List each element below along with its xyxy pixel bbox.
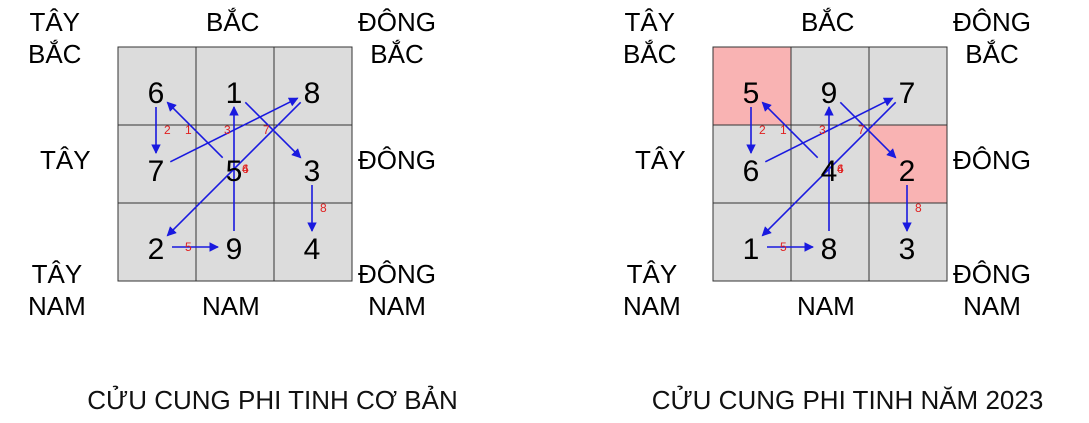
step-label: 6: [837, 162, 844, 176]
direction-north: BẮC: [206, 7, 260, 37]
grid-cell: [195, 124, 275, 204]
flight-arrow: [166, 101, 224, 159]
grid-cell: [273, 46, 353, 126]
step-label: 3: [224, 123, 231, 137]
step-label: 8: [320, 201, 327, 215]
flight-arrow: [761, 101, 819, 159]
star-number: 6: [148, 77, 165, 110]
step-label: 5: [185, 240, 192, 254]
star-number: 7: [899, 77, 916, 110]
caption: CỬU CUNG PHI TINH CƠ BẢN: [87, 385, 458, 415]
grid-cell: [273, 124, 353, 204]
step-label: 6: [242, 162, 249, 176]
star-number: 3: [304, 155, 321, 188]
step-label: 5: [780, 240, 787, 254]
step-label: 7: [858, 123, 865, 137]
flight-arrow: [244, 101, 302, 159]
star-number: 7: [148, 155, 165, 188]
grid-cell: [195, 202, 275, 282]
star-number: 4: [304, 233, 321, 266]
grid-cell: [273, 202, 353, 282]
direction-west: TÂY: [635, 145, 686, 175]
step-label: 2: [164, 123, 171, 137]
direction-south: NAM: [797, 291, 855, 321]
step-label: 8: [915, 201, 922, 215]
star-number: 8: [821, 233, 838, 266]
direction-north: BẮC: [801, 7, 855, 37]
star-number: 3: [899, 233, 916, 266]
grid-cell: [712, 202, 792, 282]
star-number: 9: [226, 233, 243, 266]
caption: CỬU CUNG PHI TINH NĂM 2023: [651, 385, 1044, 415]
star-number: 2: [899, 155, 916, 188]
step-label: 1: [780, 123, 787, 137]
star-number: 6: [743, 155, 760, 188]
grid-cell: [868, 46, 948, 126]
step-label: 1: [185, 123, 192, 137]
star-number: 5: [226, 155, 243, 188]
grid-cell: [117, 124, 197, 204]
step-label: 2: [759, 123, 766, 137]
step-label: 4: [242, 162, 249, 176]
step-label: 7: [263, 123, 270, 137]
step-label: 4: [837, 162, 844, 176]
direction-east: ĐÔNG: [358, 145, 436, 175]
grid-cell: [117, 46, 197, 126]
direction-south: NAM: [202, 291, 260, 321]
grid-cell: [117, 202, 197, 282]
direction-east: ĐÔNG: [953, 145, 1031, 175]
star-number: 1: [743, 233, 760, 266]
star-number: 1: [226, 77, 243, 110]
flight-arrow: [839, 101, 897, 159]
step-label: 3: [819, 123, 826, 137]
highlighted-cell: [868, 124, 948, 204]
star-number: 5: [743, 77, 760, 110]
star-number: 2: [148, 233, 165, 266]
star-number: 9: [821, 77, 838, 110]
star-number: 8: [304, 77, 321, 110]
grid-cell: [790, 202, 870, 282]
direction-west: TÂY: [40, 145, 91, 175]
grid-cell: [868, 202, 948, 282]
star-number: 4: [821, 155, 838, 188]
grid-cell: [712, 124, 792, 204]
